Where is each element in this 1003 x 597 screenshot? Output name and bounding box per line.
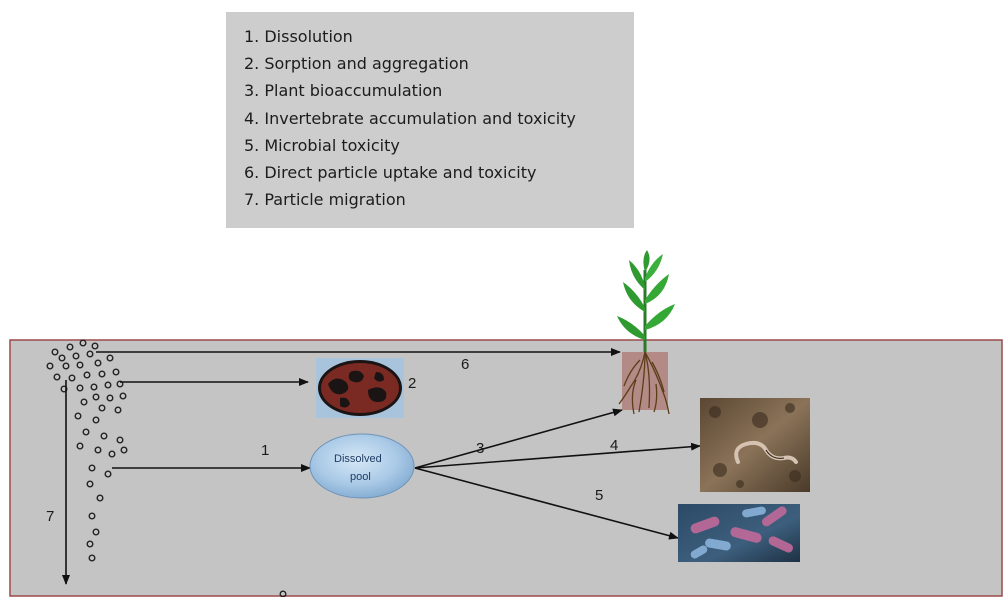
- pathway-label-1: 1: [261, 442, 269, 459]
- dissolved-pool: Dissolved pool: [310, 434, 414, 498]
- plant-icon: [617, 250, 675, 414]
- pathway-label-2: 2: [408, 375, 416, 392]
- microbe-image: [678, 504, 800, 562]
- aggregate-icon: [316, 358, 404, 418]
- earthworm-image: [700, 398, 810, 492]
- pathway-label-3: 3: [476, 440, 484, 457]
- pathway-label-6: 6: [461, 356, 469, 373]
- pathway-label-7: 7: [46, 508, 54, 525]
- pool-label-line2: pool: [350, 471, 371, 483]
- pool-label-line1: Dissolved: [334, 453, 382, 465]
- pathway-label-5: 5: [595, 487, 603, 504]
- pathway-label-4: 4: [610, 437, 618, 454]
